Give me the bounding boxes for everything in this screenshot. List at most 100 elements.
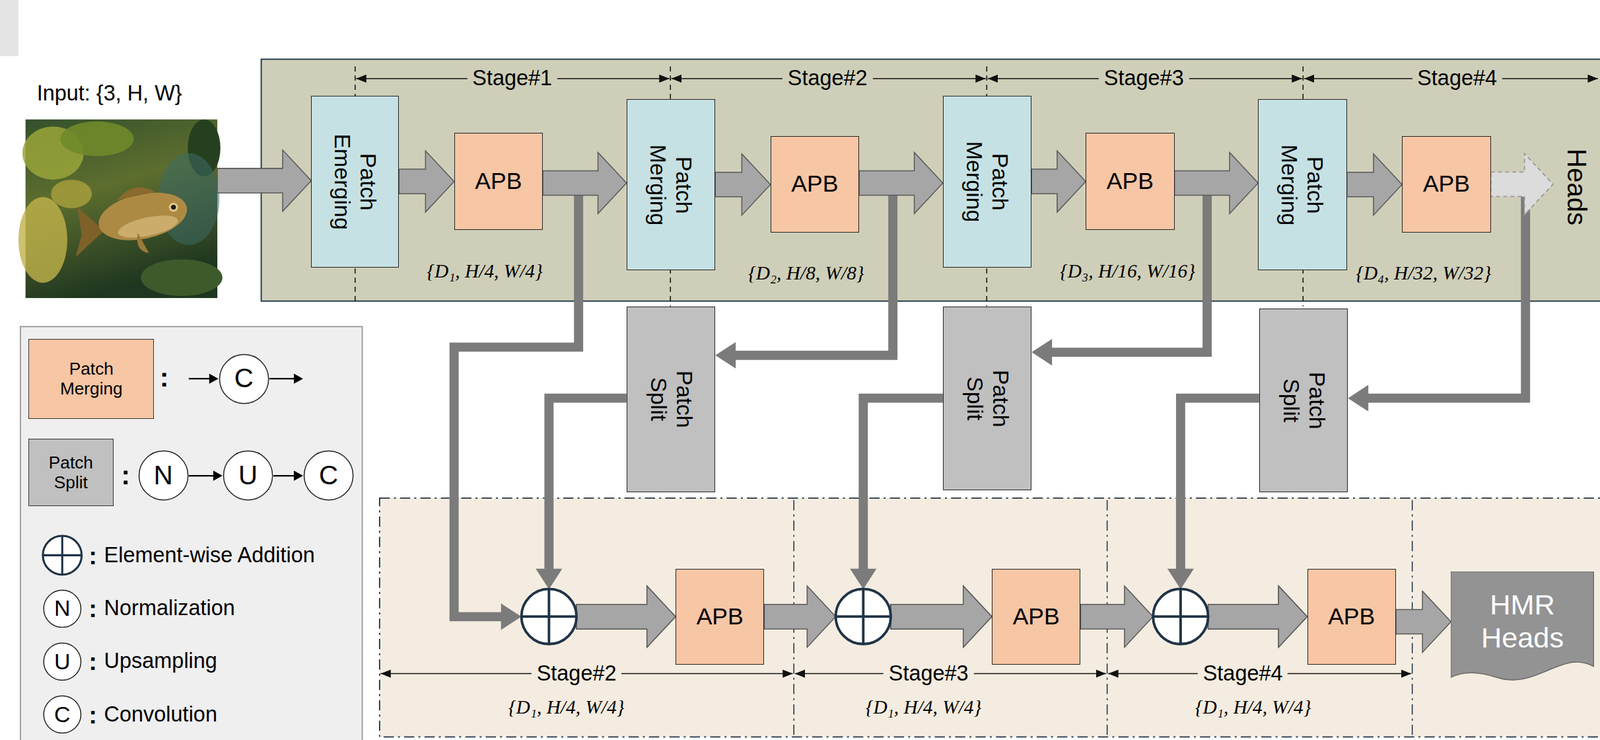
block-arrow (1208, 585, 1308, 648)
addition-symbol (42, 535, 82, 575)
legend-panel (20, 326, 363, 740)
connector-line (188, 474, 214, 477)
operator-circle: C (218, 353, 270, 405)
connector (542, 152, 627, 214)
dimension-label: {D₃, H/16, W/16} (1059, 260, 1196, 283)
stage-label: Stage#1 (467, 66, 558, 91)
connector (398, 150, 454, 212)
colon-mark: : (88, 647, 97, 676)
node-text: HMR Heads (1481, 588, 1564, 655)
block-arrow (715, 153, 770, 216)
decoder-band (379, 497, 1600, 737)
block-arrow (576, 585, 676, 648)
node-text: APB (1012, 602, 1060, 630)
input-label: Input: {3, H, W} (36, 81, 183, 107)
connector (715, 153, 770, 216)
arrowhead (213, 470, 223, 481)
stage-label: Stage#3 (883, 660, 974, 686)
operator-circle: U (42, 641, 82, 681)
connector (273, 470, 304, 481)
legend-box: Patch Split (28, 438, 113, 506)
patch-merging-box: Patch Emerging (311, 95, 399, 268)
node-text: APB (474, 167, 522, 195)
operator-circle: U (222, 449, 274, 501)
block-arrow (1080, 585, 1153, 648)
encoder-band (261, 59, 1600, 302)
connector (1031, 150, 1086, 212)
apb-block: APB (1085, 132, 1175, 230)
patch-split-box: Patch Split (1259, 308, 1348, 492)
block-arrow (1208, 585, 1308, 648)
node-text: APB (696, 602, 744, 630)
node-text: Patch Merging (1276, 143, 1328, 226)
node-text: U (238, 460, 258, 491)
stage-label: Stage#2 (531, 660, 622, 686)
patch-split-box: Patch Split (942, 306, 1032, 490)
patch-split-box: Patch Split (626, 306, 716, 492)
block-arrow (576, 585, 676, 648)
arrowhead (1031, 338, 1052, 366)
addition-symbols (521, 588, 1209, 644)
apb-block: APB (454, 132, 543, 230)
connector (764, 585, 992, 648)
patch-merging-box: Patch Merging (942, 95, 1032, 268)
dimension-label: {D₁, H/4, W/4} (426, 260, 543, 283)
apb-block: APB (770, 136, 860, 234)
node-text: C (318, 460, 339, 491)
window-strip (0, 0, 19, 57)
legend-text: Convolution (104, 701, 218, 727)
heads-label: Heads (1561, 148, 1592, 226)
apb-block: APB (1401, 136, 1491, 234)
connector-line (863, 398, 943, 570)
connector (1395, 591, 1451, 653)
block-arrow (1174, 152, 1259, 214)
legend-text: Normalization (104, 595, 236, 621)
stage-label: Stage#4 (1412, 66, 1503, 91)
connector-line (273, 474, 295, 477)
node-text: C (234, 363, 254, 394)
node-text: Patch Split (645, 370, 697, 428)
block-arrow (542, 152, 627, 214)
node-text: N (153, 460, 174, 491)
dimension-label: {D₁, H/4, W/4} (1195, 695, 1312, 719)
node-text: C (54, 701, 71, 728)
operator-circle: C (42, 694, 82, 734)
dimension-label: {D₂, H/8, W/8} (748, 262, 865, 285)
operator-circle: N (138, 449, 189, 501)
dashed-arrow (1491, 153, 1554, 215)
connector (1174, 152, 1259, 214)
apb-block: APB (1307, 568, 1396, 665)
arrowhead (293, 470, 304, 481)
legend-box: Patch Merging (28, 338, 154, 419)
node-text: Patch Split (48, 452, 94, 492)
node-text: Patch Emerging (329, 133, 382, 230)
arrowhead (1167, 568, 1194, 590)
node-text: Patch Merging (961, 141, 1013, 223)
connector (188, 470, 223, 481)
node-text: U (54, 648, 71, 675)
colon-mark: : (88, 594, 97, 623)
connector-line (1180, 398, 1260, 570)
block-arrow (890, 585, 992, 648)
node-text: APB (1423, 170, 1470, 198)
block-arrow (859, 152, 943, 214)
legend-text: Element-wise Addition (104, 542, 315, 568)
input-arrow (217, 149, 312, 212)
arrowhead (715, 342, 736, 369)
stage-brackets (355, 78, 1599, 674)
node-text: Patch Split (1277, 371, 1330, 429)
stage-dividers (355, 66, 1304, 306)
hmr-heads-shape: HMR Heads (1450, 571, 1594, 682)
block-arrow (1031, 150, 1086, 212)
colon-mark: : (88, 540, 97, 570)
apb-block: APB (675, 568, 765, 665)
colon-mark: : (159, 362, 169, 393)
block-arrow (1347, 153, 1402, 216)
block-arrow (764, 585, 836, 648)
patch-merging-box: Patch Merging (626, 99, 716, 271)
node-text: Patch Merging (60, 358, 123, 399)
arrowhead (535, 568, 562, 590)
node-text: N (54, 594, 71, 621)
dimension-label: {D₁, H/4, W/4} (865, 695, 982, 719)
